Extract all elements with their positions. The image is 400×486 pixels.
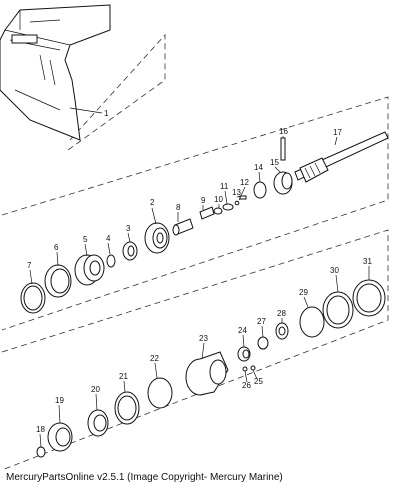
callout-30: 30: [330, 266, 339, 275]
part-25[interactable]: [250, 365, 256, 371]
part-30[interactable]: [322, 291, 354, 329]
callout-6: 6: [54, 243, 59, 252]
shim-7-part[interactable]: [20, 282, 46, 314]
callout-2: 2: [150, 198, 155, 207]
retaining-ring-29-part[interactable]: [299, 306, 325, 338]
callout-5: 5: [83, 235, 88, 244]
callout-9: 9: [201, 196, 206, 205]
callout-21: 21: [119, 372, 128, 381]
copyright-footer: MercuryPartsOnline v2.5.1 (Image Copyrig…: [6, 472, 283, 483]
bearing-5-part[interactable]: [74, 254, 105, 286]
callout-1: 1: [104, 109, 109, 118]
callout-19: 19: [55, 396, 64, 405]
pin-part[interactable]: [280, 137, 286, 161]
callout-15: 15: [270, 158, 279, 167]
race-6-part[interactable]: [44, 264, 72, 298]
callout-8: 8: [176, 203, 181, 212]
callout-20: 20: [91, 385, 100, 394]
callout-13: 13: [232, 188, 241, 197]
callout-28: 28: [277, 309, 286, 318]
callout-12: 12: [240, 178, 249, 187]
part-9[interactable]: [199, 206, 215, 220]
part-20[interactable]: [87, 409, 109, 437]
part-28[interactable]: [275, 322, 289, 340]
callout-16: 16: [279, 127, 288, 136]
callout-26: 26: [242, 381, 251, 390]
dashed-outlines: [1, 33, 389, 471]
part-10[interactable]: [213, 207, 223, 215]
ball-12-part[interactable]: [234, 200, 240, 206]
callout-14: 14: [254, 163, 263, 172]
callout-23: 23: [199, 334, 208, 343]
callout-4: 4: [106, 234, 111, 243]
callout-18: 18: [36, 425, 45, 434]
ring-4-part[interactable]: [106, 254, 116, 268]
bevel-gear-2-part[interactable]: [144, 222, 170, 254]
callout-numbers: 1 2 3 4 5 6 7 8 9 10 11 12 13 14 15 16 1…: [27, 109, 372, 434]
callout-10: 10: [214, 195, 223, 204]
callout-7: 7: [27, 261, 32, 270]
callout-27: 27: [257, 317, 266, 326]
callout-29: 29: [299, 288, 308, 297]
ring-27-part[interactable]: [257, 336, 269, 350]
part-11[interactable]: [222, 203, 234, 211]
part-3[interactable]: [122, 241, 138, 261]
part-26[interactable]: [242, 366, 248, 372]
callout-3: 3: [126, 224, 131, 233]
callout-24: 24: [238, 326, 247, 335]
leader-lines: [29, 107, 370, 448]
part-21[interactable]: [114, 391, 140, 425]
callout-22: 22: [150, 354, 159, 363]
part-31[interactable]: [352, 279, 386, 317]
bearing-24-part[interactable]: [237, 346, 251, 362]
callout-31: 31: [363, 257, 372, 266]
callout-17: 17: [333, 128, 342, 137]
gear-15-part[interactable]: [273, 171, 293, 195]
gear-housing-part[interactable]: [0, 4, 111, 141]
part-8[interactable]: [172, 218, 194, 236]
part-19[interactable]: [47, 422, 73, 452]
part-18[interactable]: [36, 446, 46, 458]
callout-25: 25: [254, 377, 263, 386]
bearing-carrier-23-part[interactable]: [185, 351, 229, 396]
driveshaft-part[interactable]: [294, 131, 389, 183]
ring-14-part[interactable]: [253, 181, 267, 199]
callout-11: 11: [220, 182, 229, 191]
o-ring-22-part[interactable]: [147, 377, 173, 409]
